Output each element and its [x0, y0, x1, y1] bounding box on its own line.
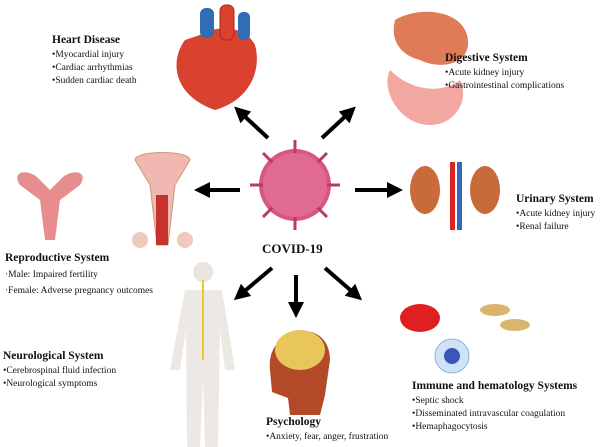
covid-label: COVID-19: [262, 241, 323, 256]
bullet: •Disseminated intravascular coagulation: [412, 409, 566, 419]
reproductive-title: Reproductive System: [5, 252, 110, 264]
urinary-title: Urinary System: [516, 193, 594, 205]
brain-head-icon: [269, 330, 330, 415]
bullet: •Cardiac arrhythmias: [52, 63, 133, 73]
bullet: •Septic shock: [412, 396, 464, 406]
psychology-title: Psychology: [266, 416, 321, 428]
bullet: ·Female: Adverse pregnancy outcomes: [5, 286, 153, 296]
reproductive-block: Reproductive System ·Male: Impaired fert…: [5, 252, 153, 299]
neurological-title: Neurological System: [3, 350, 104, 362]
bullet: •Sudden cardiac death: [52, 76, 137, 86]
immune-block: Immune and hematology Systems •Septic sh…: [412, 380, 577, 434]
heart-icon: [176, 4, 257, 110]
urinary-block: Urinary System •Acute kidney injury •Ren…: [516, 193, 595, 234]
bullet: •Renal failure: [516, 222, 569, 232]
bullet: •Cerebrospinal fluid infection: [3, 366, 117, 376]
arrow-digestive: [320, 106, 356, 140]
neurological-block: Neurological System •Cerebrospinal fluid…: [3, 350, 116, 391]
human-body-icon: [170, 262, 235, 447]
arrow-heart: [234, 106, 270, 140]
bullet: •Gastrointestinal complications: [445, 81, 565, 91]
female-reproductive-icon: [17, 172, 83, 240]
bullet: •Acute kidney injury: [516, 209, 596, 219]
arrow-immune: [323, 266, 363, 301]
bullet: •Myocardial injury: [52, 50, 125, 60]
immune-title: Immune and hematology Systems: [412, 380, 578, 392]
bullet: •Acute kidney injury: [445, 68, 525, 78]
bullet: •Hemaphagocytosis: [412, 422, 488, 432]
male-reproductive-icon: [132, 152, 193, 248]
arrow-neurological: [233, 266, 274, 301]
bullet: •Anxiety, fear, anger, frustration: [266, 432, 389, 442]
arrows: [194, 106, 403, 318]
stomach-icon: [387, 11, 469, 125]
bullet: •Neurological symptoms: [3, 379, 98, 389]
bullet: ·Male: Impaired fertility: [5, 270, 98, 280]
kidney-icon: [410, 162, 500, 230]
virus-icon: [250, 140, 340, 230]
digestive-block: Digestive System •Acute kidney injury •G…: [445, 52, 564, 93]
heart-disease-block: Heart Disease •Myocardial injury •Cardia…: [52, 34, 137, 88]
digestive-title: Digestive System: [445, 52, 528, 64]
blood-cells-icon: [400, 304, 530, 374]
psychology-block: Psychology •Anxiety, fear, anger, frustr…: [266, 416, 388, 444]
heart-title: Heart Disease: [52, 34, 121, 46]
